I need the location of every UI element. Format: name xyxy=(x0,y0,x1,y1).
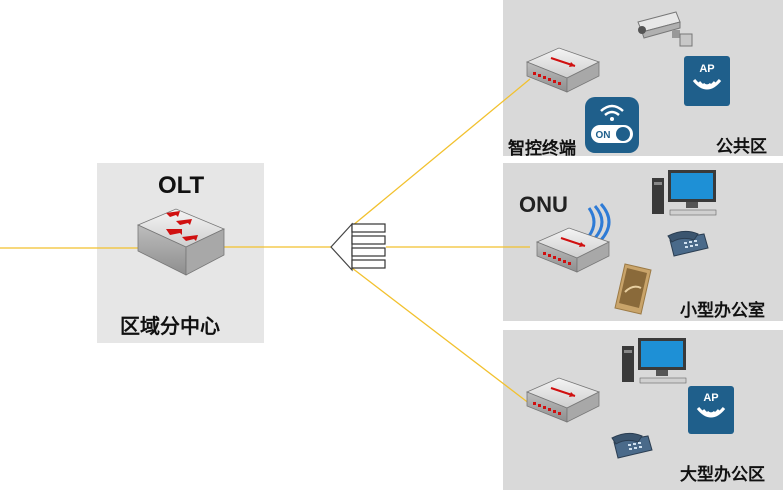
wifi-signal-icon xyxy=(587,203,611,241)
ap-bot-label: AP xyxy=(703,392,718,404)
camera-icon xyxy=(637,11,693,47)
small-office-label: 小型办公室 xyxy=(680,301,765,320)
olt-switch-icon xyxy=(137,208,225,276)
ap-bot-icon: AP xyxy=(688,386,734,434)
fiber-line-top xyxy=(351,78,531,227)
olt-name: 区域分中心 xyxy=(120,316,220,338)
onu-title: ONU xyxy=(519,192,568,217)
olt-title: OLT xyxy=(158,172,205,199)
phone-mid-icon xyxy=(667,230,709,257)
fiber-line-bot xyxy=(351,267,531,405)
ap-top-icon: AP xyxy=(684,56,730,106)
phone-bot-icon xyxy=(611,432,653,459)
desktop-pc-mid-icon xyxy=(652,170,717,216)
smart-terminal-icon: ON xyxy=(585,97,639,153)
large-office-label: 大型办公区 xyxy=(680,465,765,484)
smartphone-icon xyxy=(614,263,652,315)
smart-terminal-label: 智控终端 xyxy=(508,139,576,158)
onu-mid-icon xyxy=(535,227,611,273)
on-switch-label: ON xyxy=(596,130,611,141)
splitter-icon xyxy=(330,222,386,272)
onu-top-icon xyxy=(525,47,601,93)
public-zone-label: 公共区 xyxy=(716,137,767,156)
ap-top-label: AP xyxy=(699,63,714,75)
onu-bot-icon xyxy=(525,377,601,423)
desktop-pc-bot-icon xyxy=(622,338,687,384)
